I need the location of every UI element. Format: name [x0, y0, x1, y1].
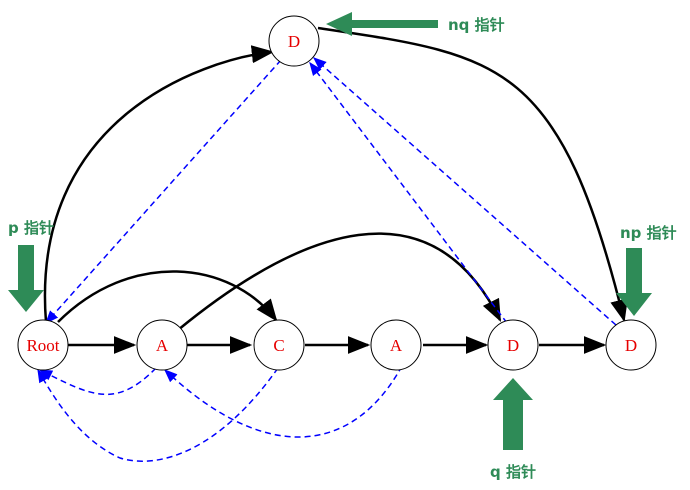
- edge-root-dtop: [43, 45, 275, 323]
- node-d2-label: D: [625, 336, 637, 355]
- node-d1: D: [487, 319, 539, 371]
- q-pointer: q 指针: [490, 378, 536, 481]
- node-dtop-label: D: [288, 32, 300, 51]
- fail-d2-dtop: [312, 57, 617, 326]
- node-root: Root: [17, 319, 69, 371]
- fail-dtop-root: [45, 59, 282, 325]
- node-d1-label: D: [507, 336, 519, 355]
- node-a2-label: A: [390, 336, 403, 355]
- node-a1: A: [136, 319, 188, 371]
- q-pointer-label: q 指针: [490, 463, 536, 481]
- arrow-up-icon: [493, 378, 533, 450]
- arrow-down-icon: [616, 248, 652, 316]
- nq-pointer-label: nq 指针: [448, 16, 505, 34]
- arrow-left-icon: [326, 12, 438, 36]
- nq-pointer: nq 指针: [326, 12, 505, 36]
- node-a1-label: A: [156, 336, 169, 355]
- fail-a1-root: [38, 367, 157, 395]
- np-pointer-label: np 指针: [620, 224, 677, 242]
- edge-dtop-d2: [317, 26, 628, 323]
- dashed-edges: [37, 57, 617, 462]
- edge-root-c: [57, 270, 278, 323]
- fail-c-root: [37, 367, 279, 462]
- np-pointer: np 指针: [616, 224, 677, 316]
- node-c-label: C: [273, 336, 284, 355]
- node-a2: A: [370, 319, 422, 371]
- fail-a2-a1: [164, 365, 403, 438]
- arrow-down-icon: [8, 245, 44, 312]
- fail-d1-dtop: [309, 61, 508, 324]
- node-dtop: D: [268, 15, 320, 67]
- p-pointer-label: p 指针: [8, 219, 54, 237]
- solid-edges: [43, 26, 628, 354]
- node-d2: D: [605, 319, 657, 371]
- node-root-label: Root: [26, 336, 59, 355]
- node-c: C: [253, 319, 305, 371]
- p-pointer: p 指针: [8, 219, 54, 312]
